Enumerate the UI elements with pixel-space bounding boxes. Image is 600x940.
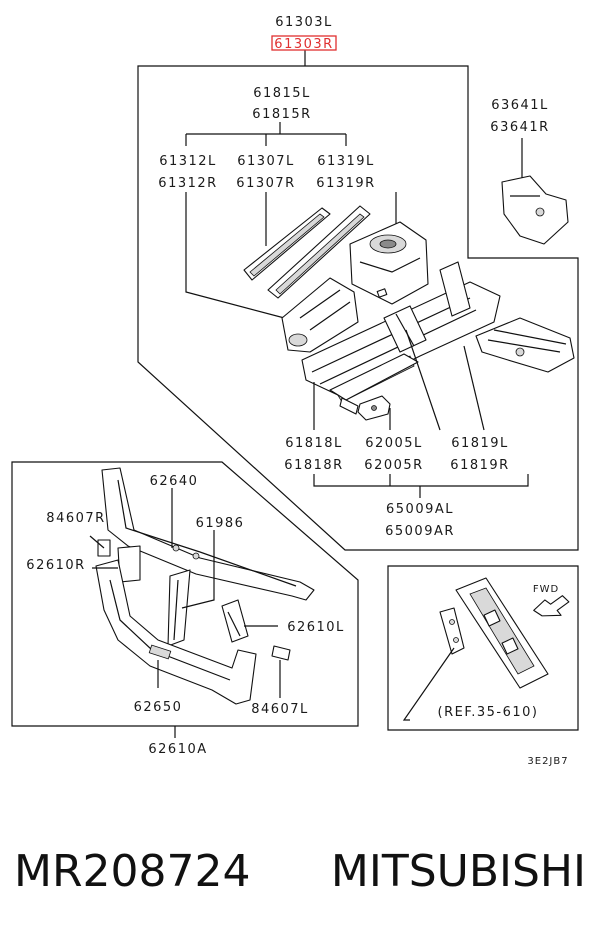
part-center-brace — [383, 261, 471, 353]
part-61818-member — [329, 353, 419, 415]
label-fwd: FWD — [533, 584, 559, 595]
part-61986-stay — [167, 569, 191, 647]
label-65009al: 65009AL — [386, 502, 454, 517]
label-61819r: 61819R — [450, 458, 509, 473]
lower-left-box — [11, 461, 359, 727]
leader-61819 — [463, 345, 485, 431]
label-62650: 62650 — [134, 700, 183, 715]
label-61819l: 61819L — [451, 436, 509, 451]
label-61319r: 61319R — [316, 176, 375, 191]
leader-84607r — [89, 535, 105, 549]
leader-center — [405, 329, 441, 431]
label-84607l: 84607L — [251, 702, 309, 717]
label-61303r-highlighted: 61303R — [274, 37, 333, 52]
part-84607l-clip — [271, 645, 291, 661]
part-62610l-bracket — [221, 599, 249, 643]
label-ref: (REF.35-610) — [438, 705, 539, 720]
part-ref-plate — [455, 577, 549, 689]
part-62650-lower-frame — [95, 559, 257, 705]
label-61312l: 61312L — [159, 154, 217, 169]
part-62005-bracket — [357, 395, 391, 421]
label-61815l: 61815L — [253, 86, 311, 101]
label-63641l: 63641L — [491, 98, 549, 113]
label-65009ar: 65009AR — [385, 524, 455, 539]
part-62640-upper-bar — [101, 467, 315, 601]
label-62610r: 62610R — [26, 558, 85, 573]
label-61307r: 61307R — [236, 176, 295, 191]
label-61815r: 61815R — [252, 107, 311, 122]
part-ref-bracket — [439, 607, 465, 655]
reference-box — [387, 565, 579, 731]
fwd-arrow-icon — [533, 595, 570, 617]
leader-61312 — [185, 192, 293, 321]
part-61819-rail — [475, 317, 575, 373]
upper-assembly-outline — [137, 65, 579, 551]
part-63641-bracket — [501, 175, 569, 245]
part-number: MR208724 — [14, 846, 251, 897]
leader-61986 — [181, 530, 215, 609]
label-61303l: 61303L — [275, 15, 333, 30]
leader-ref — [402, 647, 455, 721]
label-62640: 62640 — [150, 474, 199, 489]
part-61815-strut-tower — [349, 221, 429, 305]
diagram-code: 3E2JB7 — [527, 756, 568, 767]
label-84607r: 84607R — [46, 511, 105, 526]
label-62005r: 62005R — [364, 458, 423, 473]
label-61307l: 61307L — [237, 154, 295, 169]
highlight-box — [271, 35, 337, 51]
part-61319-rail — [267, 205, 371, 299]
label-61818l: 61818L — [285, 436, 343, 451]
label-61319l: 61319L — [317, 154, 375, 169]
part-61312-apron — [281, 277, 359, 353]
label-62610l: 62610L — [287, 620, 345, 635]
label-63641r: 63641R — [490, 120, 549, 135]
label-61986: 61986 — [196, 516, 245, 531]
label-62610a: 62610A — [148, 742, 207, 757]
bracket-65009 — [313, 474, 529, 487]
label-61312r: 61312R — [158, 176, 217, 191]
part-61307-rail — [243, 207, 331, 281]
label-62005l: 62005L — [365, 436, 423, 451]
brand-name: MITSUBISHI — [331, 846, 586, 897]
label-61818r: 61818R — [284, 458, 343, 473]
